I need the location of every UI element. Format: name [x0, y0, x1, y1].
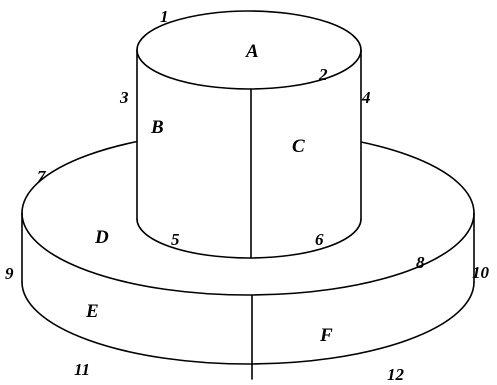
- edge-label-12: 12: [387, 365, 405, 384]
- face-label-c: C: [292, 136, 305, 157]
- edge-label-3: 3: [119, 88, 129, 107]
- top-cylinder-top-fill: [137, 11, 361, 89]
- face-label-b: B: [150, 117, 164, 138]
- edge-label-6: 6: [315, 230, 324, 249]
- edge-label-10: 10: [472, 263, 490, 282]
- face-label-e: E: [85, 301, 99, 322]
- edge-label-5: 5: [171, 230, 180, 249]
- edge-label-1: 1: [160, 7, 169, 26]
- face-label-f: F: [319, 325, 333, 346]
- edge-label-2: 2: [318, 65, 328, 84]
- top-cylinder-side-fill: [137, 50, 361, 258]
- base-bottom-arc: [21, 281, 475, 365]
- edge-label-8: 8: [416, 253, 425, 272]
- edge-label-9: 9: [5, 264, 14, 283]
- top-cylinder-bottom-arc: [136, 218, 362, 259]
- edge-label-11: 11: [74, 360, 90, 379]
- face-label-d: D: [94, 227, 109, 248]
- edge-label-7: 7: [37, 167, 47, 186]
- edge-label-4: 4: [361, 88, 371, 107]
- face-label-a: A: [245, 41, 259, 62]
